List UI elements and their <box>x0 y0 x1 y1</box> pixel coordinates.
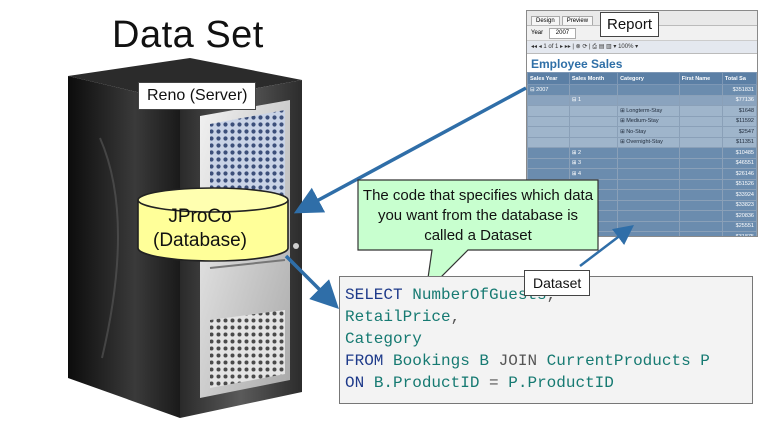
table-cell: $10485 <box>721 147 757 159</box>
table-cell: $25551 <box>721 220 757 232</box>
tab-design[interactable]: Design <box>531 16 560 25</box>
table-row: ⊞ Longterm-Stay$1648 <box>527 105 757 117</box>
table-cell: $33924 <box>721 189 757 201</box>
tab-preview[interactable]: Preview <box>561 16 594 25</box>
table-row: ⊞ Medium-Stay$11592 <box>527 115 757 127</box>
column-header: Sales Month <box>568 72 619 85</box>
table-row: ⊞ 4 $26146 <box>527 168 757 180</box>
table-cell: $31875 <box>721 231 757 236</box>
table-cell: $26146 <box>721 168 757 180</box>
report-to-database-arrow <box>293 86 527 214</box>
database-cylinder-icon <box>137 187 289 262</box>
param-label: Year <box>531 30 544 36</box>
table-row: ⊟ 2007$351831 <box>527 84 757 96</box>
database-type: (Database) <box>153 230 247 251</box>
sql-code: SELECT NumberOfGuests, RetailPrice, Cate… <box>345 284 710 394</box>
table-cell <box>568 136 619 148</box>
report-toolbar[interactable]: ◂◂ ◂ 1 of 1 ▸ ▸▸ | ⊗ ⟳ | ⎙ ▤ ▥ ▾ 100% ▾ <box>527 41 757 54</box>
callout-text: The code that specifies which data you w… <box>362 187 594 244</box>
table-cell: $46551 <box>721 157 757 169</box>
database-label: JProCo (Database) <box>140 205 260 253</box>
column-header: Sales Year <box>527 72 570 85</box>
table-row: ⊞ 3 $46551 <box>527 157 757 169</box>
table-cell[interactable]: ⊞ 2 <box>568 147 619 159</box>
report-title: Employee Sales <box>531 57 623 71</box>
table-cell: $20836 <box>721 210 757 222</box>
database-to-code-arrow <box>284 254 339 309</box>
database-name: JProCo <box>168 206 232 227</box>
table-cell[interactable]: ⊞ 3 <box>568 157 619 169</box>
table-row: ⊞ 2 $10485 <box>527 147 757 159</box>
column-header: First Name <box>678 72 723 85</box>
code-line-2: RetailPrice, <box>345 308 461 326</box>
column-header: Total Sa <box>721 72 757 85</box>
sql-code-box <box>339 276 753 404</box>
code-line-5: ON B.ProductID = P.ProductID <box>345 374 614 392</box>
table-row: ⊞ Overnight-Stay$11351 <box>527 136 757 148</box>
code-line-3: Category <box>345 330 422 348</box>
table-cell[interactable]: ⊞ 4 <box>568 168 619 180</box>
slide-title: Data Set <box>112 14 264 56</box>
table-cell: $2547 <box>721 126 757 138</box>
table-cell: $11351 <box>721 136 757 148</box>
callout-bubble <box>357 179 599 294</box>
report-preview-window: Design Preview Year 2007 ◂◂ ◂ 1 of 1 ▸ ▸… <box>526 10 758 237</box>
dataset-label: Dataset <box>524 270 591 296</box>
column-header: Category <box>617 72 680 85</box>
table-cell <box>568 126 619 138</box>
report-label: Report <box>600 12 660 37</box>
dataset-to-report-arrow <box>579 224 634 267</box>
server-label: Reno (Server) <box>138 82 257 110</box>
table-cell: $33823 <box>721 199 757 211</box>
table-row: ⊟ 1$77136 <box>527 94 757 106</box>
table-row: ⊞ No-Stay$2547 <box>527 126 757 138</box>
param-year-input[interactable]: 2007 <box>548 28 577 39</box>
code-line-4: FROM Bookings B JOIN CurrentProducts P <box>345 352 710 370</box>
table-cell: $51526 <box>721 178 757 190</box>
